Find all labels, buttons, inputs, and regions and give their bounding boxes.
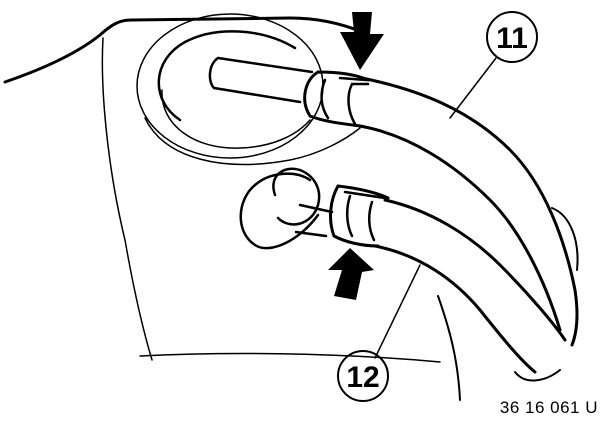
tank-right-contour bbox=[437, 295, 461, 401]
upper-clamp-band bbox=[320, 76, 370, 126]
callout-12-label: 12 bbox=[346, 361, 379, 394]
callout-11-leader bbox=[449, 57, 497, 119]
lower-neck-outer bbox=[239, 172, 320, 250]
upper-hose-lower-edge bbox=[358, 124, 562, 332]
lower-neck-pipe bbox=[294, 203, 334, 238]
upper-neck-outer-ring bbox=[136, 13, 324, 159]
tank-top-outline bbox=[3, 16, 364, 84]
callout-11-label: 11 bbox=[496, 22, 528, 55]
lower-hose bbox=[383, 198, 567, 342]
callout-11-circle bbox=[486, 11, 538, 63]
lower-hose-lower-edge bbox=[373, 244, 537, 374]
upper-neck-rim bbox=[157, 30, 297, 122]
lower-clamp-band bbox=[343, 190, 387, 242]
upper-pipe-stub bbox=[208, 56, 314, 104]
upper-clamp bbox=[303, 70, 370, 128]
callout-12-leader bbox=[374, 264, 421, 359]
lower-arrow-icon bbox=[328, 248, 374, 300]
figure-reference-code: 36 16 061 U bbox=[499, 398, 598, 417]
outer-right-curve bbox=[514, 207, 579, 382]
lower-clamp bbox=[329, 184, 390, 248]
tank-left-contour bbox=[101, 37, 153, 361]
callout-12-circle bbox=[337, 350, 389, 402]
tank-lower-contour bbox=[139, 352, 441, 363]
lower-neck-ball bbox=[272, 167, 321, 226]
upper-arrow-icon bbox=[340, 12, 384, 70]
upper-neck-base-arc bbox=[144, 117, 361, 166]
upper-hose bbox=[360, 76, 579, 347]
upper-neck-inner-arc bbox=[161, 89, 311, 149]
